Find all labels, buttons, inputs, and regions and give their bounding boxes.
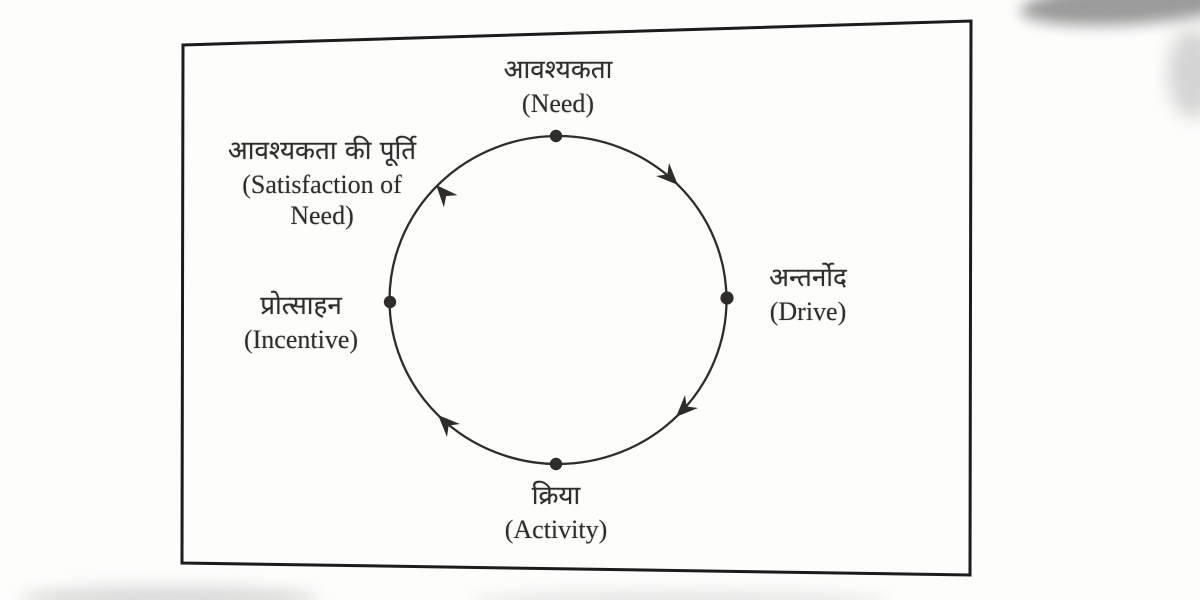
node-dot-need <box>549 129 563 143</box>
node-dot-activity <box>549 457 563 471</box>
node-dot-incentive <box>383 295 397 309</box>
node-label-need: आवश्यकता (Need) <box>504 52 613 119</box>
arrow-activity-to-incentive <box>438 415 460 437</box>
node-label-incentive: प्रोत्साहन (Incentive) <box>244 288 358 355</box>
page-border-frame <box>180 19 973 577</box>
arrow-incentive-to-satisfaction <box>436 185 458 208</box>
arrow-need-to-drive <box>656 163 678 185</box>
cycle-circle <box>388 134 728 466</box>
satisfaction-english-line2: Need) <box>290 201 354 230</box>
activity-hindi-text: क्रिया <box>531 481 581 511</box>
need-hindi-text: आवश्यकता <box>503 55 613 85</box>
drive-hindi-text: अन्तर्नोद <box>769 263 847 293</box>
arrow-drive-to-activity <box>676 395 698 417</box>
incentive-english-text: (Incentive) <box>243 325 359 354</box>
activity-english-text: (Activity) <box>504 515 608 544</box>
incentive-hindi-text: प्रोत्साहन <box>260 291 342 321</box>
satisfaction-english-line1: (Satisfaction of <box>242 170 402 199</box>
node-label-drive: अन्तर्नोद (Drive) <box>769 260 847 327</box>
node-label-activity: क्रिया (Activity) <box>505 478 608 545</box>
satisfaction-hindi-text: आवश्यकता की पूर्ति <box>227 136 417 166</box>
node-label-satisfaction: आवश्यकता की पूर्ति (Satisfaction of Need… <box>228 133 416 231</box>
drive-english-text: (Drive) <box>769 297 847 326</box>
node-dot-drive <box>720 291 734 305</box>
need-english-text: (Need) <box>521 89 595 118</box>
